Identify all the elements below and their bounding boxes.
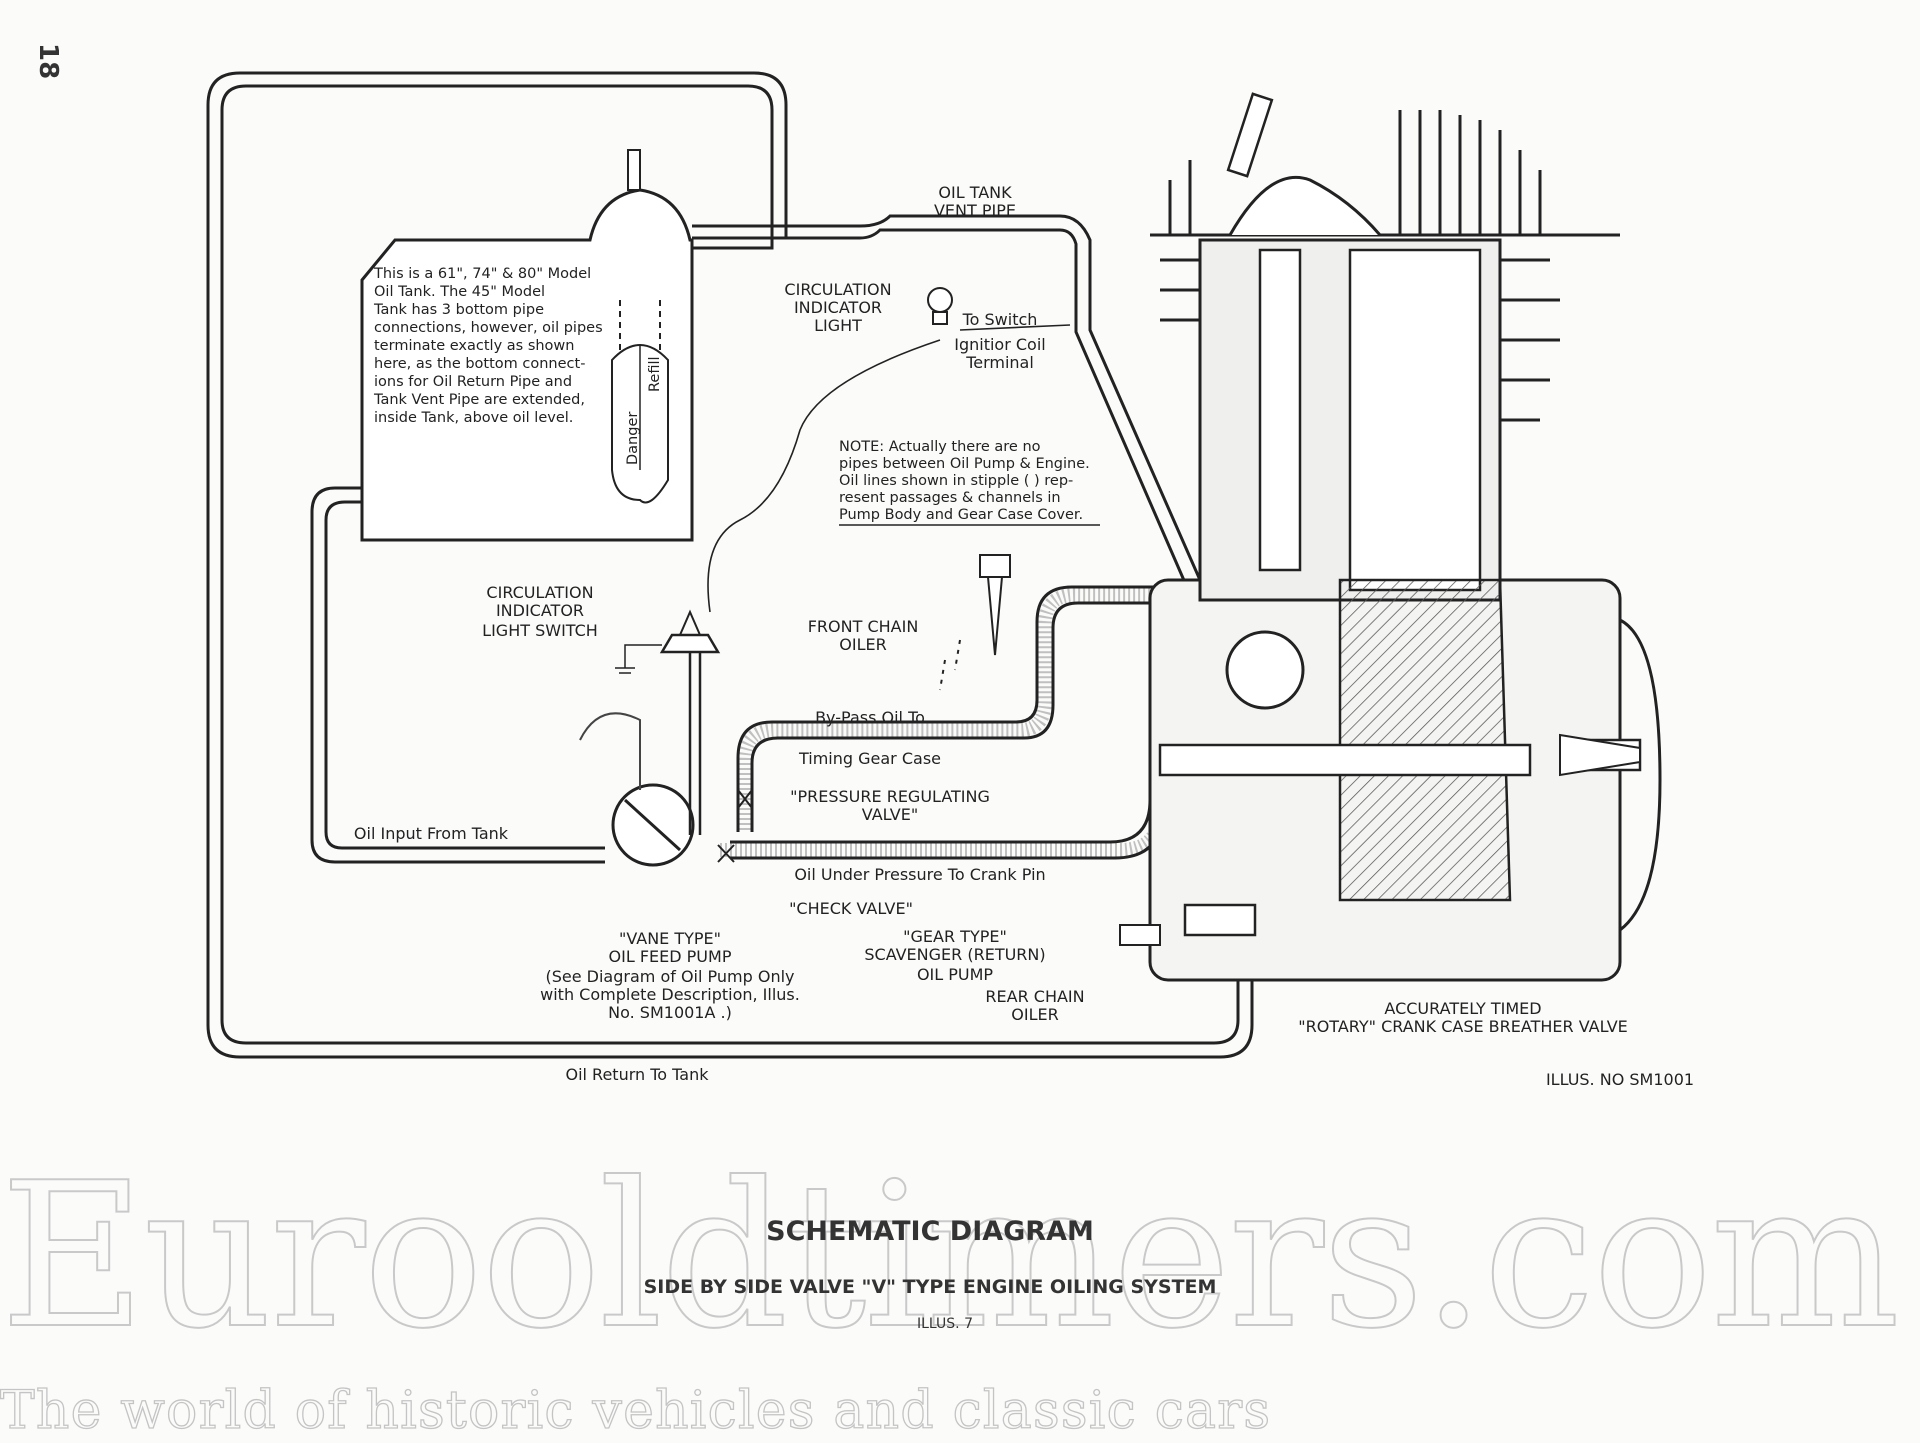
indicator-wire <box>707 339 941 613</box>
gauge-refill-label: Refill <box>647 356 663 392</box>
svg-text:terminate exactly as shown: terminate exactly as shown <box>374 338 574 354</box>
oil-under-pressure-label: Oil Under Pressure To Crank Pin <box>794 865 1045 884</box>
switch-wire <box>959 324 1071 331</box>
cylinder-head <box>1228 175 1382 236</box>
timing-gear <box>1225 630 1305 710</box>
circulation-switch <box>615 609 721 835</box>
light-switch-label: CIRCULATION <box>486 583 593 602</box>
gear-pump-label: "GEAR TYPE" <box>903 927 1007 946</box>
svg-text:resent passages & channels in: resent passages & channels in <box>839 490 1061 506</box>
spark-plug-icon <box>1226 92 1274 178</box>
svg-text:Tank Vent Pipe are extended,: Tank Vent Pipe are extended, <box>373 392 585 408</box>
valve-spring <box>1258 248 1302 572</box>
oil-input-label: Oil Input From Tank <box>354 824 509 843</box>
scavenger-pump <box>1183 903 1257 937</box>
tank-note: This is a 61", 74" & 80" Model Oil Tank.… <box>373 266 603 426</box>
diagram-subtitle: SIDE BY SIDE VALVE "V" TYPE ENGINE OILIN… <box>644 1276 1217 1298</box>
vane-pump-label: (See Diagram of Oil Pump Only <box>545 967 794 986</box>
pressure-oil-line <box>720 585 1170 860</box>
gear-pump-label: OIL PUMP <box>917 965 993 984</box>
piston-cylinder <box>1348 248 1482 592</box>
oil-tank: Danger Refill <box>360 149 694 542</box>
circulation-light-label: LIGHT <box>814 316 862 335</box>
prv-label: VALVE" <box>862 805 918 824</box>
breather-valve-label: "ROTARY" CRANK CASE BREATHER VALVE <box>1298 1017 1628 1036</box>
tank-vent-pipe <box>692 214 1202 586</box>
ignition-coil-label: Terminal <box>965 353 1034 372</box>
svg-text:pipes between Oil Pump & Engin: pipes between Oil Pump & Engine. <box>839 456 1090 472</box>
circulation-light-label: CIRCULATION <box>784 280 891 299</box>
svg-text:connections, however, oil pipe: connections, however, oil pipes <box>374 320 603 336</box>
light-switch-label: LIGHT SWITCH <box>482 621 598 640</box>
svg-text:inside Tank, above oil level.: inside Tank, above oil level. <box>374 410 573 426</box>
cylinder-fins <box>1160 110 1560 422</box>
svg-text:NOTE: Actually there are no: NOTE: Actually there are no <box>839 439 1041 455</box>
oil-input-pipe <box>310 486 605 864</box>
rear-chain-oiler <box>1119 924 1161 946</box>
vent-pipe-label: VENT PIPE <box>934 201 1016 220</box>
watermark-logo: Eurooldtimers.com <box>0 1140 1900 1373</box>
svg-text:This is a 61", 74" & 80" Model: This is a 61", 74" & 80" Model <box>373 266 591 282</box>
crank-flywheel <box>1338 578 1512 902</box>
vent-pipe-label: OIL TANK <box>938 183 1012 202</box>
timing-gear-case-label: Timing Gear Case <box>798 749 941 768</box>
ground-icon <box>615 644 662 674</box>
pinion-shaft <box>1158 743 1532 777</box>
rear-chain-oiler-label: OILER <box>1011 1005 1058 1024</box>
vane-pump-label: No. SM1001A .) <box>608 1003 732 1022</box>
prv-label: "PRESSURE REGULATING <box>790 787 990 806</box>
oil-return-pipe <box>206 71 1254 1059</box>
check-valve-label: "CHECK VALVE" <box>789 899 913 918</box>
vane-oil-feed-pump <box>579 712 695 867</box>
front-chain-oiler-label: OILER <box>839 635 886 654</box>
stipple-note: NOTE: Actually there are no pipes betwee… <box>839 439 1100 526</box>
tank-filler-cap <box>627 149 641 191</box>
svg-text:Tank has 3 bottom pipe: Tank has 3 bottom pipe <box>373 302 544 318</box>
ignition-coil-label: Ignitior Coil <box>954 335 1045 354</box>
oil-return-label: Oil Return To Tank <box>565 1065 709 1084</box>
circulation-light-label: INDICATOR <box>794 298 882 317</box>
circulation-light-bulb <box>927 287 953 325</box>
front-chain-oiler <box>939 554 1011 691</box>
svg-text:Oil lines shown in stipple (: Oil lines shown in stipple ( ) rep- <box>839 473 1073 489</box>
front-chain-oiler-label: FRONT CHAIN <box>808 617 919 636</box>
to-switch-label: To Switch <box>962 310 1038 329</box>
light-switch-label: INDICATOR <box>496 601 584 620</box>
check-valve <box>717 844 735 863</box>
svg-text:ions for Oil Return Pipe and: ions for Oil Return Pipe and <box>374 374 572 390</box>
diagram-title: SCHEMATIC DIAGRAM <box>766 1216 1094 1247</box>
svg-text:Oil Tank. The 45" Model: Oil Tank. The 45" Model <box>374 284 545 300</box>
gauge-danger-label: Danger <box>625 412 641 465</box>
pressure-regulating-valve <box>737 789 753 809</box>
svg-text:Pump Body and Gear Case Cover.: Pump Body and Gear Case Cover. <box>839 507 1083 523</box>
illus-number-label: ILLUS. NO SM1001 <box>1546 1070 1694 1089</box>
page-number: 18 <box>33 43 63 79</box>
breather-valve-label: ACCURATELY TIMED <box>1384 999 1541 1018</box>
gear-pump-label: SCAVENGER (RETURN) <box>864 945 1045 964</box>
svg-text:here, as the bottom connect-: here, as the bottom connect- <box>374 356 585 372</box>
illus-number: ILLUS. 7 <box>917 1316 973 1332</box>
vane-pump-label: OIL FEED PUMP <box>609 947 732 966</box>
watermark-tagline: The world of historic vehicles and class… <box>0 1381 1270 1441</box>
bypass-label: By-Pass Oil To <box>815 708 925 727</box>
rear-chain-oiler-label: REAR CHAIN <box>985 987 1084 1006</box>
vane-pump-label: "VANE TYPE" <box>619 929 721 948</box>
vane-pump-label: with Complete Description, Illus. <box>540 985 800 1004</box>
engine-cutaway <box>1119 92 1662 982</box>
